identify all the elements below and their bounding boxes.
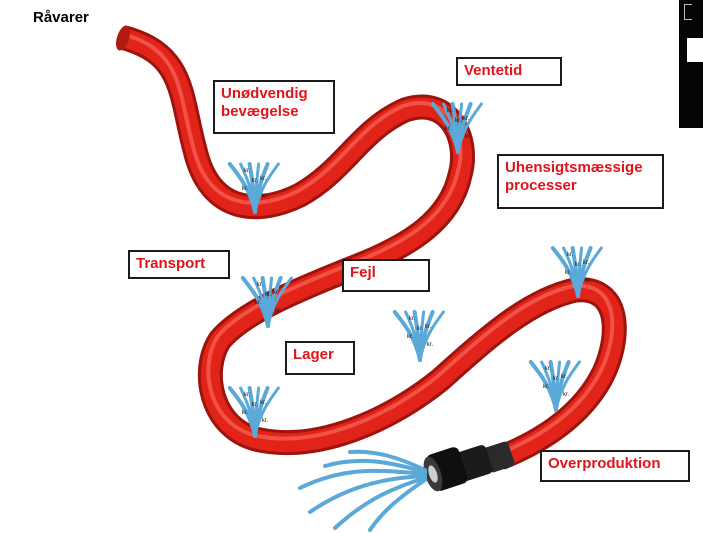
leak-kr-text: kr. <box>585 278 592 284</box>
label-transport: Transport <box>128 250 230 279</box>
label-inappropriate-processes: Uhensigtsmæssige processer <box>497 154 664 209</box>
leak-kr-text: kr. <box>244 392 251 398</box>
leak-kr-text: kr. <box>262 418 269 424</box>
leak-kr-text: kr. <box>407 334 414 340</box>
leak-kr-text: kr. <box>273 290 280 296</box>
label-waiting-text: Ventetid <box>464 62 522 79</box>
label-unnecessary-motion-line1: Unødvendig <box>221 85 327 103</box>
hose-outline <box>125 38 614 458</box>
leak-kr-text: kr. <box>545 366 552 372</box>
leak-kr-text: kr. <box>455 118 462 124</box>
label-waiting: Ventetid <box>456 57 562 86</box>
leak-kr-text: kr. <box>425 324 432 330</box>
leak-kr-text: kr. <box>252 402 259 408</box>
leak-kr-text: kr. <box>575 262 582 268</box>
leak-kr-text: kr. <box>244 168 251 174</box>
leak-kr-text: kr. <box>242 410 249 416</box>
leak-kr-text: kr. <box>242 186 249 192</box>
water-spray <box>300 452 425 530</box>
money-leak-spray: kr.kr.kr.kr.kr. <box>395 312 444 360</box>
label-overproduction-text: Overproduktion <box>548 455 661 472</box>
label-defects-text: Fejl <box>350 264 376 281</box>
leak-kr-text: kr. <box>463 116 470 122</box>
leak-kr-text: kr. <box>565 270 572 276</box>
label-inventory: Lager <box>285 341 355 375</box>
leak-kr-text: kr. <box>561 374 568 380</box>
hose-highlight <box>123 34 612 454</box>
leak-kr-text: kr. <box>553 376 560 382</box>
leak-kr-text: kr. <box>265 292 272 298</box>
label-inventory-text: Lager <box>293 346 334 363</box>
leak-kr-text: kr. <box>252 178 259 184</box>
leak-kr-text: kr. <box>260 400 267 406</box>
leak-kr-text: kr. <box>447 108 454 114</box>
leak-kr-text: kr. <box>427 342 434 348</box>
leak-kr-text: kr. <box>262 194 269 200</box>
leak-kr-text: kr. <box>257 282 264 288</box>
leak-kr-text: kr. <box>255 300 262 306</box>
corner-panel-mark <box>684 4 692 20</box>
label-transport-text: Transport <box>136 255 205 272</box>
label-unnecessary-motion: Unødvendig bevægelse <box>213 80 335 134</box>
corner-panel-bar <box>687 38 703 62</box>
corner-dark-panel <box>679 0 703 128</box>
title-raw-materials: Råvarer <box>33 9 89 26</box>
leak-kr-text: kr. <box>260 176 267 182</box>
leak-kr-text: kr. <box>417 326 424 332</box>
leak-kr-text: kr. <box>563 392 570 398</box>
leak-kr-text: kr. <box>465 134 472 140</box>
label-overproduction: Overproduktion <box>540 450 690 482</box>
label-unnecessary-motion-line2: bevægelse <box>221 103 327 121</box>
leak-kr-text: kr. <box>543 384 550 390</box>
label-inappropriate-processes-line2: processer <box>505 177 656 195</box>
label-defects: Fejl <box>342 259 430 292</box>
nozzle-icon <box>420 441 516 494</box>
leak-kr-text: kr. <box>409 316 416 322</box>
leak-kr-text: kr. <box>583 260 590 266</box>
leak-kr-text: kr. <box>445 126 452 132</box>
leak-kr-text: kr. <box>567 252 574 258</box>
label-inappropriate-processes-line1: Uhensigtsmæssige <box>505 159 656 177</box>
leak-kr-text: kr. <box>275 308 282 314</box>
